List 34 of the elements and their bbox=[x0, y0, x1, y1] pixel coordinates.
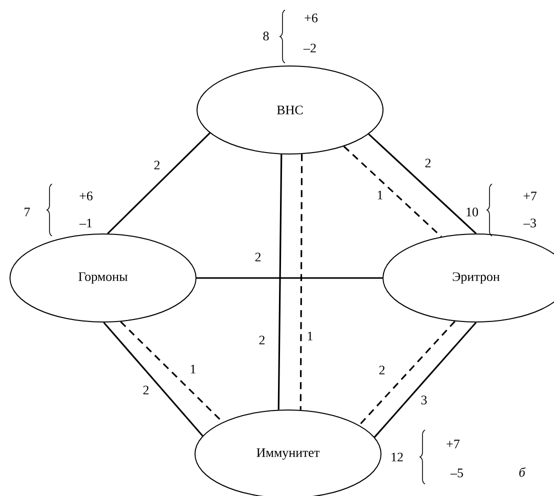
change-label: +6 bbox=[80, 192, 93, 200]
count-label: 8 bbox=[263, 32, 269, 40]
connector-line bbox=[107, 132, 210, 234]
edge-label: 2 bbox=[254, 252, 262, 262]
edge-label: 1 bbox=[376, 190, 384, 200]
change-label: –5 bbox=[450, 468, 463, 478]
ellipse-node: Гормоны bbox=[10, 234, 196, 322]
connector-line bbox=[196, 277, 382, 279]
edge-label: 2 bbox=[152, 160, 162, 170]
connector-line bbox=[343, 146, 442, 238]
edge-label: 1 bbox=[188, 364, 198, 374]
edge-label: 3 bbox=[420, 394, 428, 406]
count-label: 10 bbox=[466, 208, 478, 216]
panel-letter: б bbox=[519, 467, 526, 477]
connector-line bbox=[103, 322, 204, 436]
edge-label: 2 bbox=[258, 334, 266, 346]
edge-label: 1 bbox=[306, 330, 314, 342]
change-label: –3 bbox=[523, 218, 536, 228]
count-label: 12 bbox=[392, 452, 403, 462]
edge-label: 2 bbox=[378, 364, 386, 376]
connector-line bbox=[368, 133, 477, 234]
connector-line bbox=[374, 322, 477, 438]
ellipse-node: ВНС bbox=[196, 66, 384, 154]
change-label: +7 bbox=[446, 440, 460, 448]
change-label: –2 bbox=[303, 44, 316, 52]
edge-label: 2 bbox=[142, 384, 150, 396]
edge-label: 2 bbox=[424, 158, 432, 168]
change-label: –1 bbox=[79, 218, 92, 228]
change-label: +6 bbox=[304, 14, 318, 22]
connector-line bbox=[358, 320, 456, 426]
connector-line bbox=[300, 154, 303, 410]
connector-line bbox=[278, 154, 282, 410]
change-label: +7 bbox=[524, 192, 537, 200]
count-label: 7 bbox=[24, 208, 30, 216]
